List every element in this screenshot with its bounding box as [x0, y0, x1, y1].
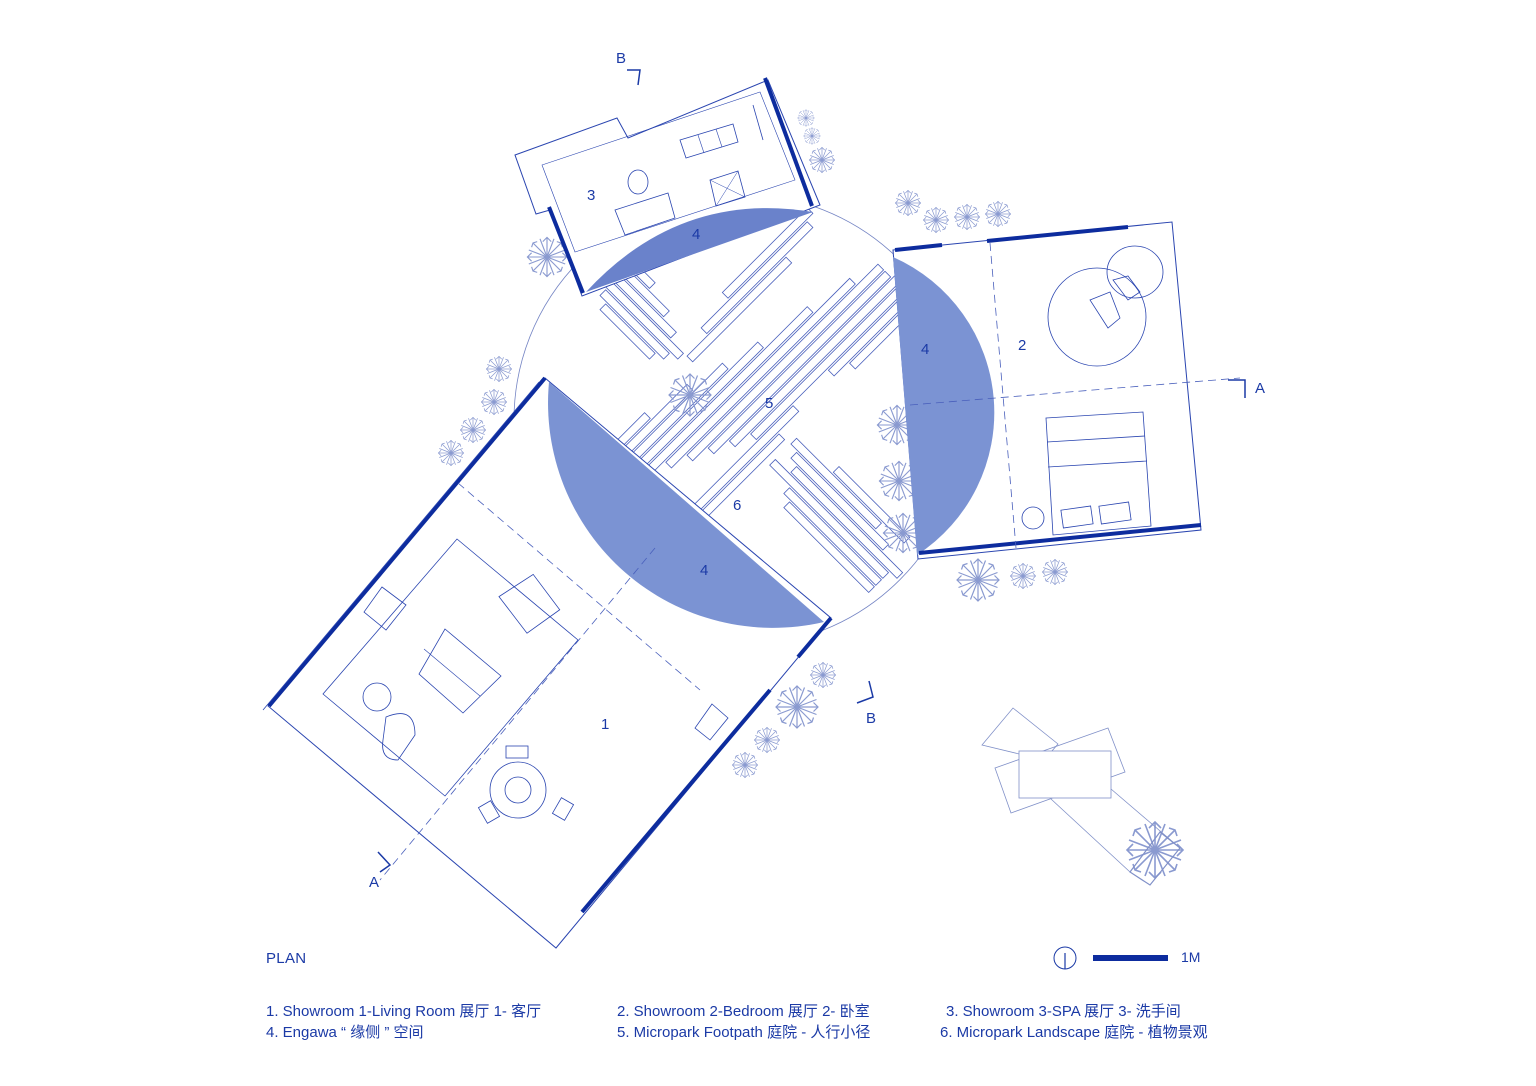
room-1-living-room: [262, 376, 833, 949]
room-3-spa: [514, 77, 821, 297]
label-room-1: 1: [601, 716, 609, 733]
scale-bar-label: 1M: [1181, 949, 1201, 965]
legend-item-1: 1. Showroom 1-Living Room 展厅 1- 客厅: [266, 1003, 542, 1020]
svg-text:B: B: [866, 710, 876, 727]
section-marker-b-bottom: B: [856, 680, 876, 727]
label-room-3: 3: [587, 187, 595, 204]
legend-item-6: 6. Micropark Landscape 庭院 - 植物景观: [940, 1024, 1208, 1041]
engawa-area-3: [586, 208, 813, 292]
engawa-area-2: [893, 257, 995, 555]
section-marker-a-left: A: [369, 851, 392, 891]
label-engawa-top: 4: [692, 226, 700, 243]
engawa-area-1: [548, 382, 824, 628]
section-marker-b-top: B: [616, 50, 641, 86]
legend-item-2: 2. Showroom 2-Bedroom 展厅 2- 卧室: [617, 1003, 870, 1020]
label-footpath: 5: [765, 395, 773, 412]
scale-bar: [1093, 955, 1168, 961]
legend-item-5: 5. Micropark Footpath 庭院 - 人行小径: [617, 1024, 871, 1041]
outdoor-bench-group: [981, 707, 1181, 886]
north-arrow-icon: [1053, 946, 1077, 970]
svg-text:B: B: [616, 50, 626, 67]
legend-item-3: 3. Showroom 3-SPA 展厅 3- 洗手间: [946, 1003, 1181, 1020]
svg-text:A: A: [1255, 380, 1265, 397]
label-engawa-right: 4: [921, 341, 929, 358]
label-landscape: 6: [733, 497, 741, 514]
plan-title: PLAN: [266, 950, 307, 967]
svg-text:A: A: [369, 874, 379, 891]
legend-item-4: 4. Engawa “ 缘侧 ” 空间: [266, 1024, 424, 1041]
label-engawa-bottom: 4: [700, 562, 708, 579]
label-room-2: 2: [1018, 337, 1026, 354]
room-2-bedroom: [892, 221, 1241, 560]
section-marker-a-right: A: [1228, 379, 1265, 398]
